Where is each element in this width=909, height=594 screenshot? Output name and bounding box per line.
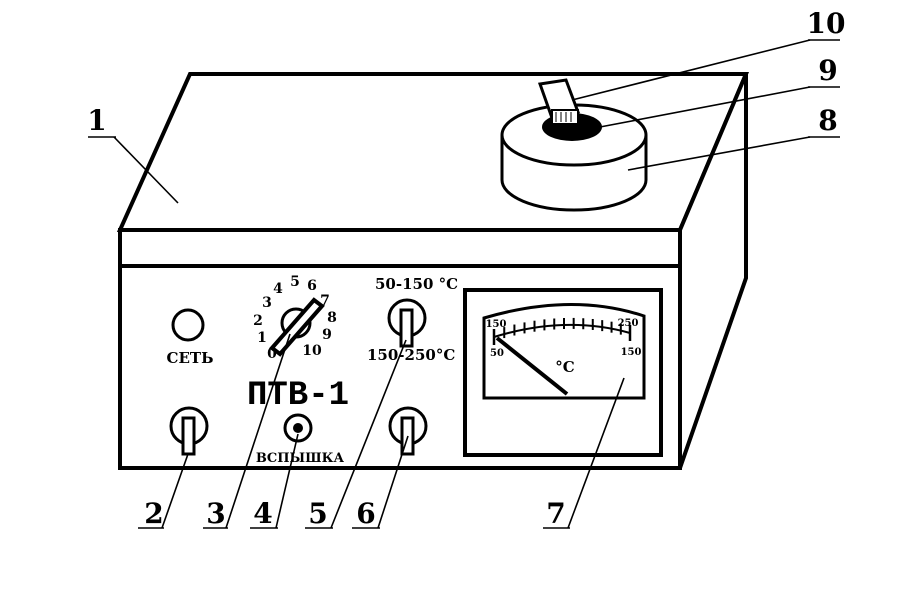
- range-switch[interactable]: [387, 298, 427, 348]
- meter-unit: °C: [555, 358, 575, 376]
- callout-labels: 1 2 3 4 5 6 7 8 9 10: [87, 7, 845, 530]
- leader-lines: [88, 39, 840, 529]
- callout-1: 1: [87, 104, 106, 137]
- svg-text:0: 0: [267, 346, 277, 362]
- flash-label: ВСПЫШКА: [256, 451, 345, 466]
- svg-text:7: 7: [320, 293, 330, 309]
- range-low-label: 150-250°C: [367, 346, 455, 364]
- callout-5: 5: [308, 497, 327, 530]
- callout-4: 4: [253, 497, 272, 530]
- svg-text:9: 9: [322, 327, 332, 343]
- flash-button[interactable]: [283, 413, 313, 443]
- callout-6: 6: [356, 497, 375, 530]
- svg-text:2: 2: [253, 313, 263, 329]
- power-lamp: [171, 308, 205, 342]
- heating-dial[interactable]: [269, 297, 325, 357]
- callout-10: 10: [807, 7, 846, 40]
- temperature-meter: 150 250 50 150 °C: [463, 288, 663, 457]
- svg-text:8: 8: [327, 310, 337, 326]
- meter-needle: [495, 336, 569, 396]
- svg-text:1: 1: [257, 330, 267, 346]
- svg-text:6: 6: [307, 278, 317, 294]
- callout-2: 2: [144, 497, 163, 530]
- model-name: ПТВ-1: [247, 377, 349, 415]
- scale-outer-right: 250: [618, 318, 639, 329]
- scale-outer-left: 150: [486, 319, 507, 330]
- svg-text:3: 3: [262, 295, 272, 311]
- range-high-label: 50-150 °C: [375, 275, 458, 293]
- scale-inner-right: 150: [621, 347, 642, 358]
- callout-3: 3: [206, 497, 225, 530]
- sample-holder: [500, 78, 648, 212]
- svg-text:5: 5: [290, 274, 300, 290]
- callout-9: 9: [818, 54, 837, 87]
- dial-scale: 0 1 2 3 4 5 6 7 8 9 10: [253, 274, 337, 362]
- svg-text:4: 4: [273, 281, 283, 297]
- meter-ticks: [492, 317, 632, 345]
- callout-7: 7: [546, 497, 565, 530]
- power-switch[interactable]: [169, 406, 209, 456]
- svg-text:10: 10: [302, 343, 322, 359]
- power-label: СЕТЬ: [167, 349, 214, 367]
- scale-inner-left: 50: [490, 348, 504, 359]
- callout-8: 8: [818, 104, 837, 137]
